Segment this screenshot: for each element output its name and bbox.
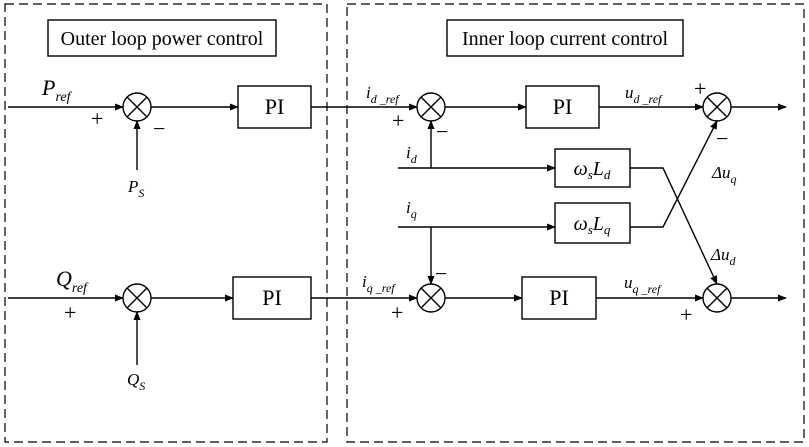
- p-s-label: PS: [127, 177, 144, 200]
- q-ref-label: Qref: [56, 266, 89, 296]
- p-sum-plus: +: [91, 106, 103, 131]
- ws-lq-label: ωsLq: [574, 213, 611, 237]
- p-ref-label: Pref: [41, 75, 73, 105]
- q-summing-junction: [122, 283, 152, 313]
- i-d-label: id: [406, 143, 418, 166]
- p-pi-label: PI: [265, 94, 285, 119]
- q-voltage-summing-junction: [702, 283, 732, 313]
- outer-loop-title: Outer loop power control: [61, 28, 264, 50]
- inner-loop-frame: [346, 3, 805, 443]
- ws-ld-block: [554, 148, 631, 188]
- q-sum-plus: +: [64, 300, 76, 325]
- d-pi-label: PI: [553, 94, 573, 119]
- i-q-label: iq: [406, 198, 417, 221]
- p-summing-junction: [122, 92, 152, 122]
- q-current-pi-label: PI: [549, 285, 569, 310]
- q-pi-block: [232, 276, 312, 320]
- outer-loop-title-box: [47, 19, 277, 57]
- outer-loop-frame: [4, 3, 328, 443]
- q-current-sum-plus: +: [391, 300, 403, 325]
- d-voltage-summing-junction: [702, 92, 732, 122]
- inner-loop-title: Inner loop current control: [462, 28, 668, 50]
- p-sum-minus: −: [153, 116, 165, 141]
- q-s-label: QS: [127, 370, 145, 393]
- ud-sum-minus: −: [716, 126, 728, 151]
- d-pi-block: [525, 85, 600, 129]
- du-d-path: [630, 167, 718, 285]
- inner-loop-title-box: [446, 19, 684, 57]
- q-pi-label: PI: [262, 285, 282, 310]
- q-current-sum-minus: −: [435, 261, 447, 286]
- ud-sum-plus: +: [694, 76, 706, 101]
- du-q-label: Δuq: [711, 163, 736, 186]
- i-q-ref-label: iq _ref: [362, 272, 396, 295]
- d-sum-minus: −: [436, 119, 448, 144]
- du-d-label: Δud: [710, 245, 736, 268]
- d-current-summing-junction: [416, 92, 446, 122]
- u-q-ref-label: uq _ref: [624, 273, 662, 296]
- du-q-path: [630, 120, 718, 228]
- d-sum-plus: +: [392, 108, 404, 133]
- q-current-summing-junction: [416, 283, 446, 313]
- uq-sum-plus: +: [680, 302, 692, 327]
- u-d-ref-label: ud _ref: [625, 83, 663, 106]
- ws-ld-label: ωsLd: [574, 158, 611, 182]
- ws-lq-block: [554, 202, 631, 244]
- i-d-ref-label: id _ref: [366, 83, 400, 106]
